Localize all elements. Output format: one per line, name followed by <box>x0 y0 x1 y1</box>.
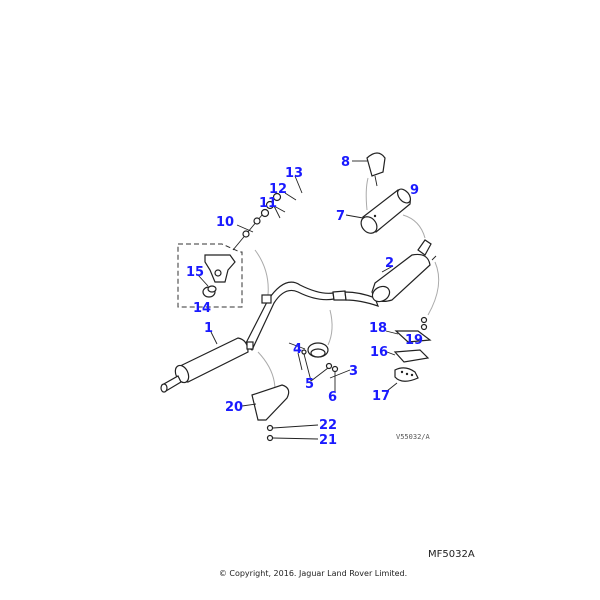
callout-21: 21 <box>319 433 337 448</box>
callout-2: 2 <box>385 256 394 271</box>
callout-4: 4 <box>293 342 302 357</box>
pipe-clamp-part <box>288 342 339 373</box>
callout-19: 19 <box>405 333 423 348</box>
callout-17: 17 <box>372 389 390 404</box>
intermediate-pipe <box>244 281 380 351</box>
callout-22: 22 <box>319 418 337 433</box>
rubber-mount-part <box>202 285 217 298</box>
heat-shield-part <box>360 188 412 234</box>
drawing-reference: V55032/A <box>396 433 431 441</box>
callout-labels: 1 2 3 4 5 6 7 8 9 10 11 12 13 14 15 16 1… <box>186 155 423 448</box>
callout-13: 13 <box>285 166 303 181</box>
diagram-code: MF5032A <box>428 549 475 560</box>
callout-1: 1 <box>204 321 213 336</box>
callout-10: 10 <box>216 215 234 230</box>
hanger-parts <box>393 316 432 382</box>
callout-5: 5 <box>305 377 314 392</box>
floor-heat-shield-part <box>251 384 290 442</box>
copyright-notice: © Copyright, 2016. Jaguar Land Rover Lim… <box>219 569 407 578</box>
callout-18: 18 <box>369 321 387 336</box>
assembly-guide-lines <box>254 177 440 391</box>
rear-silencer-part <box>160 337 254 393</box>
leader-lines <box>197 160 399 440</box>
mounting-kit-box <box>177 243 243 308</box>
callout-8: 8 <box>341 155 350 170</box>
callout-16: 16 <box>370 345 388 360</box>
callout-15: 15 <box>186 265 204 280</box>
mounting-bracket-part <box>204 254 236 283</box>
callout-3: 3 <box>349 364 358 379</box>
clamp-part <box>366 152 386 187</box>
front-silencer-part <box>371 239 437 303</box>
callout-7: 7 <box>336 209 345 224</box>
callout-14: 14 <box>193 301 211 316</box>
callout-11: 11 <box>259 196 277 211</box>
callout-9: 9 <box>410 183 419 198</box>
callout-20: 20 <box>225 400 243 415</box>
callout-6: 6 <box>328 390 337 405</box>
stud-and-washers <box>232 192 282 251</box>
callout-12: 12 <box>269 182 287 197</box>
